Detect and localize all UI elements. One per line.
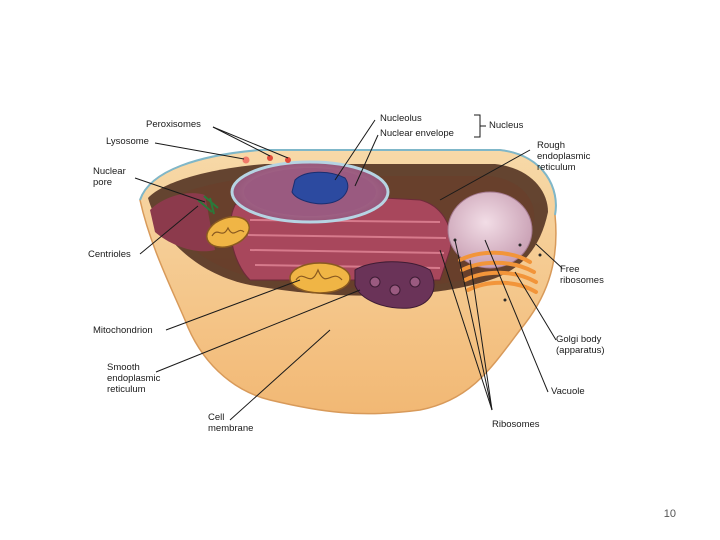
mitochondrion-shape bbox=[206, 216, 351, 294]
label-nuclear-envelope: Nuclear envelope bbox=[380, 128, 454, 139]
vacuole-shape bbox=[447, 191, 533, 269]
label-vacuole: Vacuole bbox=[551, 386, 585, 397]
label-rough-er: Rough endoplasmic reticulum bbox=[537, 140, 591, 173]
label-free-ribosomes: Free ribosomes bbox=[560, 264, 604, 286]
label-mitochondrion: Mitochondrion bbox=[93, 325, 153, 336]
ribosome-dots bbox=[453, 238, 542, 302]
nucleolus-shape bbox=[291, 171, 349, 205]
label-centrioles: Centrioles bbox=[88, 249, 131, 260]
peroxisome-dots bbox=[267, 155, 291, 163]
label-smooth-er: Smooth endoplasmic reticulum bbox=[107, 362, 161, 395]
centrioles-shape bbox=[197, 195, 219, 215]
smooth-er-shape bbox=[354, 261, 435, 309]
label-ribosomes: Ribosomes bbox=[492, 419, 540, 430]
label-nuclear-pore: Nuclear pore bbox=[93, 166, 126, 188]
lysosome-dot bbox=[242, 156, 250, 164]
page-number: 10 bbox=[663, 508, 676, 520]
label-nucleus: Nucleus bbox=[489, 120, 524, 131]
cell-membrane-shape bbox=[139, 149, 557, 216]
label-nucleolus: Nucleolus bbox=[380, 113, 422, 124]
label-peroxisomes: Peroxisomes bbox=[146, 119, 201, 130]
label-lysosome: Lysosome bbox=[106, 136, 149, 147]
label-golgi-body: Golgi body (apparatus) bbox=[556, 334, 605, 356]
label-cell-membrane: Cell membrane bbox=[208, 412, 254, 434]
er-left bbox=[150, 193, 215, 252]
leader-lines bbox=[134, 114, 563, 421]
